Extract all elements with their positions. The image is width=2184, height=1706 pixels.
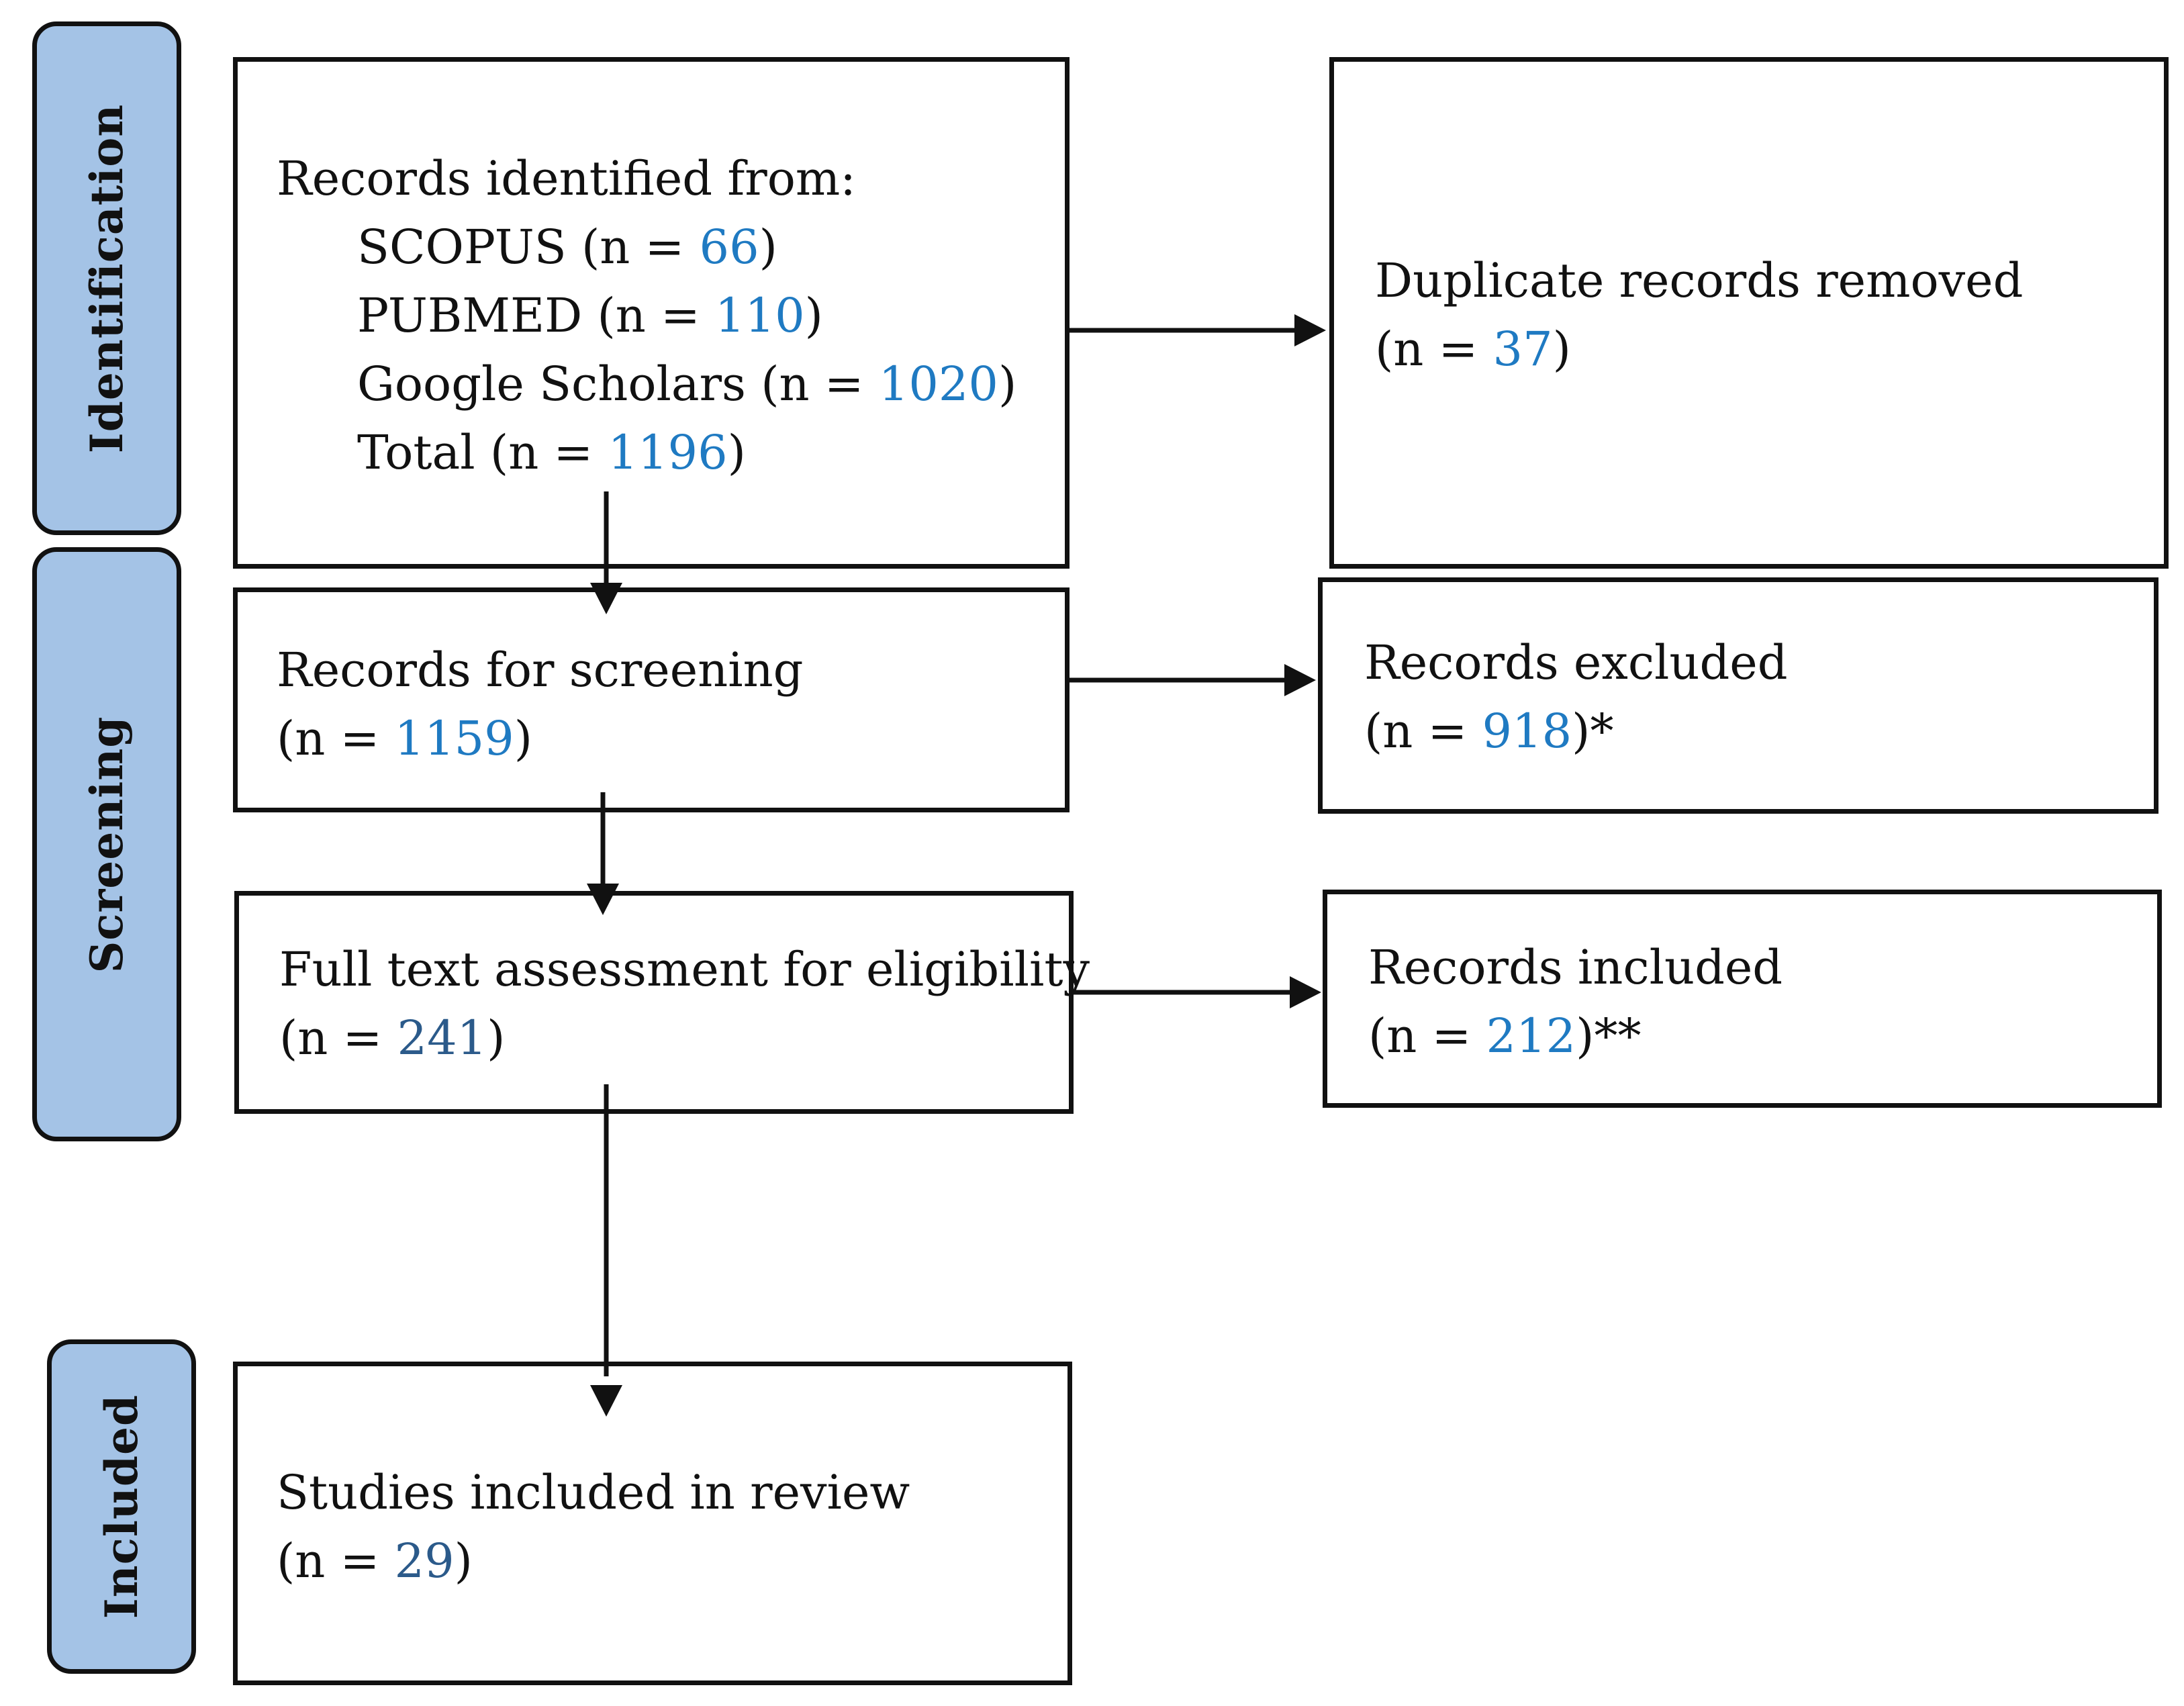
studies-included-box [233,1362,1072,1685]
source-count: 1196 [608,425,728,480]
arrowhead-records-included [1290,976,1321,1008]
studies-included-label: Studies included in review [277,1465,910,1520]
source-label: SCOPUS [357,220,567,275]
duplicates-removed-box [1329,57,2169,569]
records-included-count: (n = 212)** [1368,1008,1642,1063]
source-count: 1020 [878,357,998,412]
records-screening-count: (n = 1159) [277,711,533,766]
source-label: PUBMED [357,288,583,343]
records-included-label: Records included [1368,940,1783,995]
source-google-scholars: Google Scholars (n = 1020) [357,357,1017,412]
records-screening-box [233,587,1070,812]
arrowhead-studies [590,1385,622,1417]
phase-screening: Screening [32,547,181,1141]
phase-included: Included [47,1339,196,1674]
duplicates-removed-count: (n = 37) [1375,322,1571,377]
arrowhead-excluded [1284,664,1316,696]
records-excluded-label: Records excluded [1364,635,1788,690]
arrowhead-duplicates [1294,314,1326,346]
source-count: 110 [715,288,805,343]
studies-included-count: (n = 29) [277,1533,473,1589]
fulltext-assessment-count: (n = 241) [279,1010,506,1065]
records-included-box [1323,890,2162,1108]
fulltext-assessment-box [234,891,1074,1114]
duplicates-removed-label: Duplicate records removed [1375,253,2024,308]
arrowhead-fulltext [587,884,619,915]
phase-identification: Identification [32,21,181,535]
source-total: Total (n = 1196) [357,425,746,480]
records-screening-label: Records for screening [277,643,804,698]
records-excluded-count: (n = 918)* [1364,704,1614,759]
source-label: Google Scholars [357,357,746,412]
source-pubmed: PUBMED (n = 110) [357,288,823,343]
records-identified-box [233,57,1070,569]
records-excluded-box [1318,577,2158,814]
source-count: 66 [699,220,759,275]
source-scopus: SCOPUS (n = 66) [357,220,777,275]
arrowhead-screening [590,583,622,614]
records-identified-heading: Records identified from: [277,151,856,206]
source-label: Total [357,425,475,480]
fulltext-assessment-label: Full text assessment for eligibility [279,942,1090,997]
